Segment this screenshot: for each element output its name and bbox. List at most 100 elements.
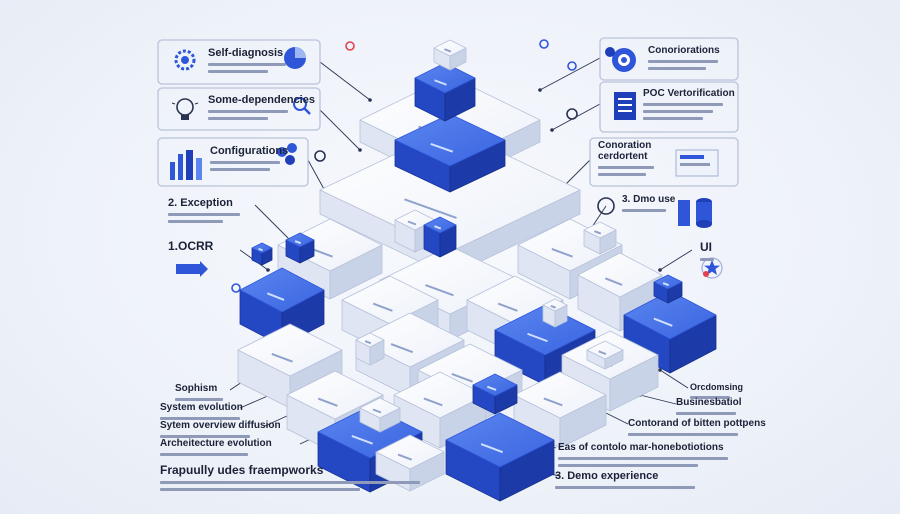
ring-markers xyxy=(231,39,615,293)
caption-line xyxy=(160,453,248,456)
label-frequently-used-frameworks: Frapuully udes fraempworks xyxy=(160,463,420,491)
gear-icon xyxy=(174,49,196,71)
left-cards xyxy=(157,37,739,187)
label-sophism: Sophism xyxy=(175,383,223,401)
label-context-bitten-purposes: Contorand of bitten pottpens xyxy=(628,418,766,436)
label-text: Some-dependencies xyxy=(208,94,315,106)
server-tower xyxy=(414,62,476,122)
label-poc-verification: POC Vertorification xyxy=(643,88,735,120)
caption-line xyxy=(690,396,730,399)
label-text: System evolution xyxy=(160,402,243,413)
caption-line xyxy=(628,433,738,436)
caption-line xyxy=(168,220,223,223)
label-text: 3. Demo experience xyxy=(555,470,659,482)
label-text: Conoriorations xyxy=(648,45,720,56)
caption-line xyxy=(643,110,713,113)
caption-line xyxy=(210,161,280,164)
block xyxy=(577,252,663,332)
label-text: Archeitecture evolution xyxy=(160,438,272,449)
isometric-blocks xyxy=(237,39,717,502)
label-self-diagnosis: Self-diagnosis xyxy=(208,47,286,73)
caption-line xyxy=(160,435,250,438)
caption-line xyxy=(160,417,240,420)
caption-line xyxy=(598,166,654,169)
caption-line xyxy=(210,168,270,171)
label-configurations-right: Conoriorations xyxy=(648,45,720,70)
label-text: 1.OCRR xyxy=(168,239,214,253)
label-text: Eas of contolo mar-honebotiotions xyxy=(558,442,724,453)
caption-line xyxy=(160,481,420,484)
label-text: Businesbatiol xyxy=(676,397,742,408)
caption-line xyxy=(648,60,718,63)
label-text: Self-diagnosis xyxy=(208,47,284,59)
caption-line xyxy=(168,213,240,216)
label-some-dependencies: Some-dependencies xyxy=(208,94,315,120)
building xyxy=(423,216,457,258)
label-text: 2. Exception xyxy=(168,197,233,209)
target-icon xyxy=(605,47,636,72)
label-ui: UI xyxy=(700,240,714,261)
label-text: Contorand of bitten pottpens xyxy=(628,418,766,429)
caption-line xyxy=(643,103,723,106)
caption-line xyxy=(208,110,288,113)
label-eas-of-controle: Eas of contolo mar-honebotiotions xyxy=(558,442,728,467)
label-demo-use: 3. Dmo use xyxy=(622,194,675,212)
label-generation-document: Conoration cerdortent xyxy=(598,140,678,176)
caption-line xyxy=(175,398,223,401)
document-stack-icon xyxy=(675,149,719,177)
small-cube xyxy=(472,373,518,415)
caption-line xyxy=(555,486,695,489)
small-cube xyxy=(542,298,568,328)
caption-line xyxy=(558,464,698,467)
label-text: UI xyxy=(700,240,712,254)
block xyxy=(513,371,607,449)
star-icon xyxy=(701,257,723,279)
label-exception: 2. Exception xyxy=(168,197,240,223)
label-orchestration: Orcdomsing xyxy=(690,382,743,399)
document-icon xyxy=(614,92,636,120)
block xyxy=(393,371,487,449)
caption-line xyxy=(676,412,736,415)
caption-line xyxy=(622,209,666,212)
bar-chart-icon xyxy=(170,150,202,180)
lightbulb-icon xyxy=(171,98,199,120)
label-system-overview-diffusion: Sytem overview diffusion xyxy=(160,420,281,438)
label-text: Configurations xyxy=(210,145,289,157)
caption-line xyxy=(700,258,714,261)
label-text: Orcdomsing xyxy=(690,382,744,392)
caption-line xyxy=(558,457,728,460)
small-cube xyxy=(653,274,683,304)
caption-line xyxy=(208,70,268,73)
caption-line xyxy=(208,117,268,120)
magnifier-icon xyxy=(293,97,311,115)
label-text: Frapuully udes fraempworks xyxy=(160,463,324,477)
network-icon xyxy=(277,143,297,165)
tier-top-blue xyxy=(394,113,506,193)
caption-line xyxy=(598,173,646,176)
server-top xyxy=(433,39,467,71)
pie-chart-icon xyxy=(284,47,306,69)
small-cube xyxy=(251,242,273,266)
ocr-arrow-icon xyxy=(176,261,208,277)
label-text: Sophism xyxy=(175,383,218,394)
disc-base xyxy=(586,340,624,370)
label-system-evolution: System evolution xyxy=(160,402,243,420)
label-configurations-left: Configurations xyxy=(210,145,288,171)
label-text: 3. Dmo use xyxy=(622,194,676,205)
block-blue xyxy=(623,290,717,374)
caption-line xyxy=(648,67,706,70)
label-architecture-evolution: Archeitecture evolution xyxy=(160,438,272,456)
caption-line xyxy=(208,63,286,66)
label-ocr: 1.OCRR xyxy=(168,239,213,253)
small-cube xyxy=(583,221,617,255)
database-icon xyxy=(678,198,712,228)
label-demo-experience: 3. Demo experience xyxy=(555,470,695,489)
small-cube xyxy=(359,397,401,433)
label-text: Sytem overview diffusion xyxy=(160,420,281,431)
small-cube xyxy=(285,232,315,264)
label-business-model: Businesbatiol xyxy=(676,397,742,415)
block-blue-front xyxy=(445,412,555,502)
caption-line xyxy=(643,117,703,120)
caption-line xyxy=(160,488,360,491)
